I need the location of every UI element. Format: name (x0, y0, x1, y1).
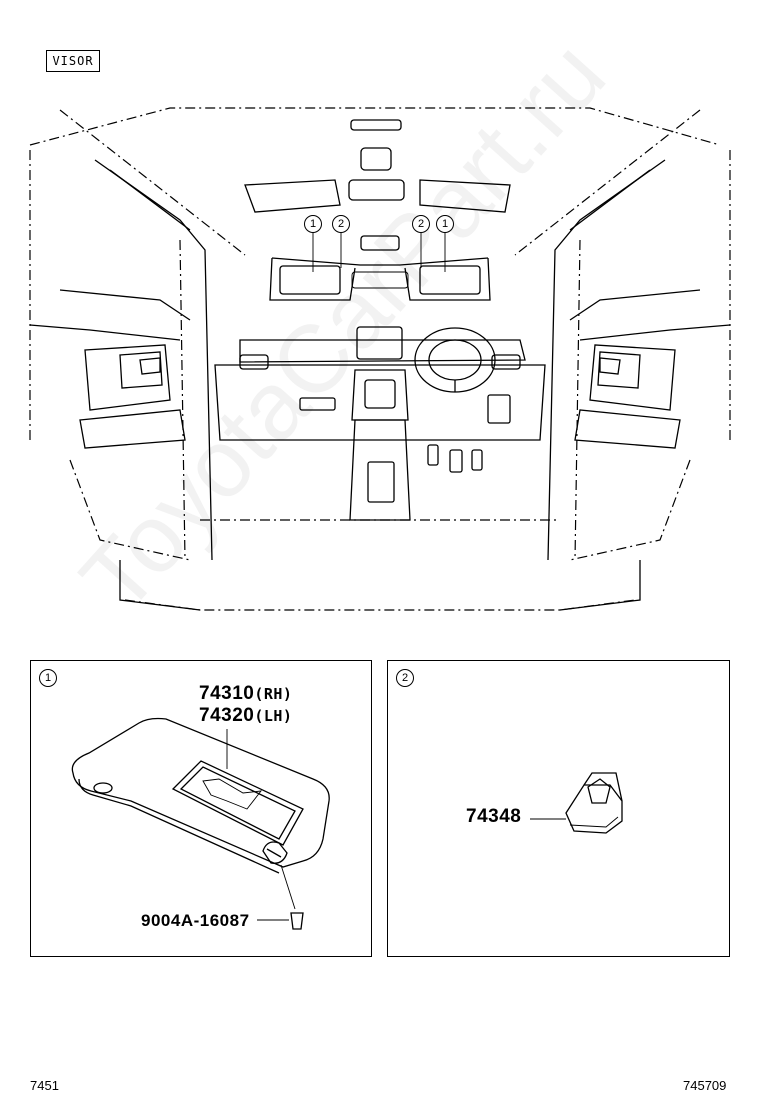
callout-1-left: 1 (304, 215, 322, 233)
part-number-clip[interactable]: 74348 (466, 806, 522, 827)
center-display-drawing (356, 326, 403, 360)
part-number-lh-value: 74320 (199, 705, 255, 726)
detail-panel-visor: 1 74310(RH) 74320(LH) 9004A-16087 (30, 660, 372, 957)
panel-2-callout: 2 (396, 669, 414, 687)
part-suffix-lh: (LH) (254, 707, 293, 725)
part-suffix-rh: (RH) (254, 685, 293, 703)
panel-1-callout: 1 (39, 669, 57, 687)
part-number-rh[interactable]: 74310(RH) (199, 683, 292, 705)
visor-left-drawing (279, 265, 341, 295)
visor-right-drawing (419, 265, 481, 295)
part-number-screw[interactable]: 9004A-16087 (141, 911, 250, 930)
callout-2-left: 2 (332, 215, 350, 233)
part-number-lh[interactable]: 74320(LH) (199, 705, 292, 727)
part-number-rh-value: 74310 (199, 683, 255, 704)
footer-left-code: 7451 (30, 1078, 59, 1093)
callout-1-right: 1 (436, 215, 454, 233)
sun-visor-drawing (71, 717, 330, 930)
section-tag: VISOR (46, 50, 100, 72)
detail-panel-clip: 2 74348 (387, 660, 730, 957)
visor-clip-drawing (530, 772, 623, 834)
vehicle-interior-drawing (29, 107, 731, 611)
callout-2-right: 2 (412, 215, 430, 233)
footer-right-code: 745709 (683, 1078, 727, 1093)
